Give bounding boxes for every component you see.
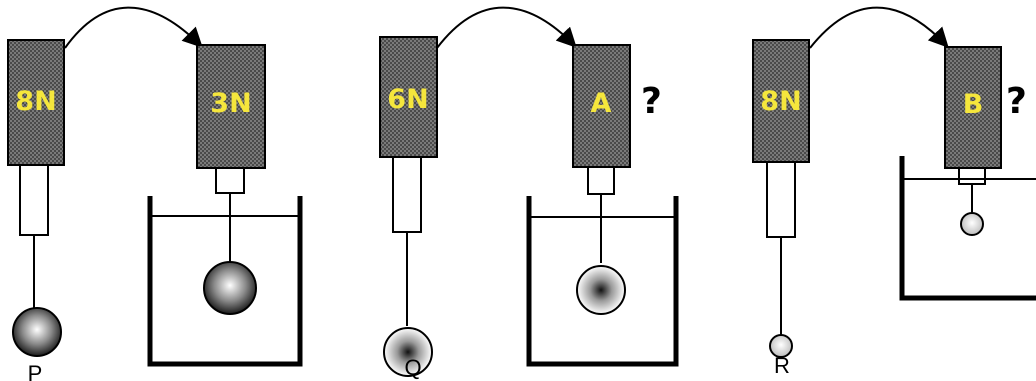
transfer-arrow — [436, 6, 577, 49]
spring-scale-air: 8N P — [7, 39, 65, 381]
air-reading: 8N — [15, 86, 56, 117]
transfer-arrow — [64, 6, 203, 49]
beaker — [526, 196, 679, 367]
ball-q-air — [383, 327, 433, 377]
experiment-r: 8N R B ? — [752, 6, 1036, 378]
transfer-arrow — [809, 6, 949, 49]
ball-label-r: R — [774, 353, 790, 378]
spring-scale-liquid: B ? — [944, 46, 1027, 236]
beaker — [899, 156, 1036, 301]
spring-scale-air: 6N Q — [379, 36, 438, 380]
ball-r-air — [769, 334, 793, 358]
liquid-reading: 3N — [210, 88, 251, 119]
air-reading: 8N — [760, 86, 801, 117]
ball-p-air — [12, 307, 62, 357]
air-reading: 6N — [387, 84, 428, 115]
experiment-p: 8N P 3N — [7, 6, 303, 381]
spring-scale-liquid: A ? — [572, 44, 662, 315]
ball-p-liquid — [203, 261, 257, 315]
experiment-q: 6N Q A ? — [379, 6, 679, 380]
liquid-reading: B — [963, 89, 984, 120]
ball-q-liquid — [576, 265, 626, 315]
question-mark: ? — [1006, 81, 1027, 122]
spring-scale-air: 8N R — [752, 39, 810, 378]
beaker — [147, 196, 303, 367]
ball-r-liquid — [960, 212, 984, 236]
ball-label-p: P — [28, 361, 43, 381]
liquid-reading: A — [591, 88, 612, 119]
ball-label-q: Q — [404, 355, 421, 380]
question-mark: ? — [641, 81, 662, 122]
spring-scale-liquid: 3N — [196, 44, 266, 315]
